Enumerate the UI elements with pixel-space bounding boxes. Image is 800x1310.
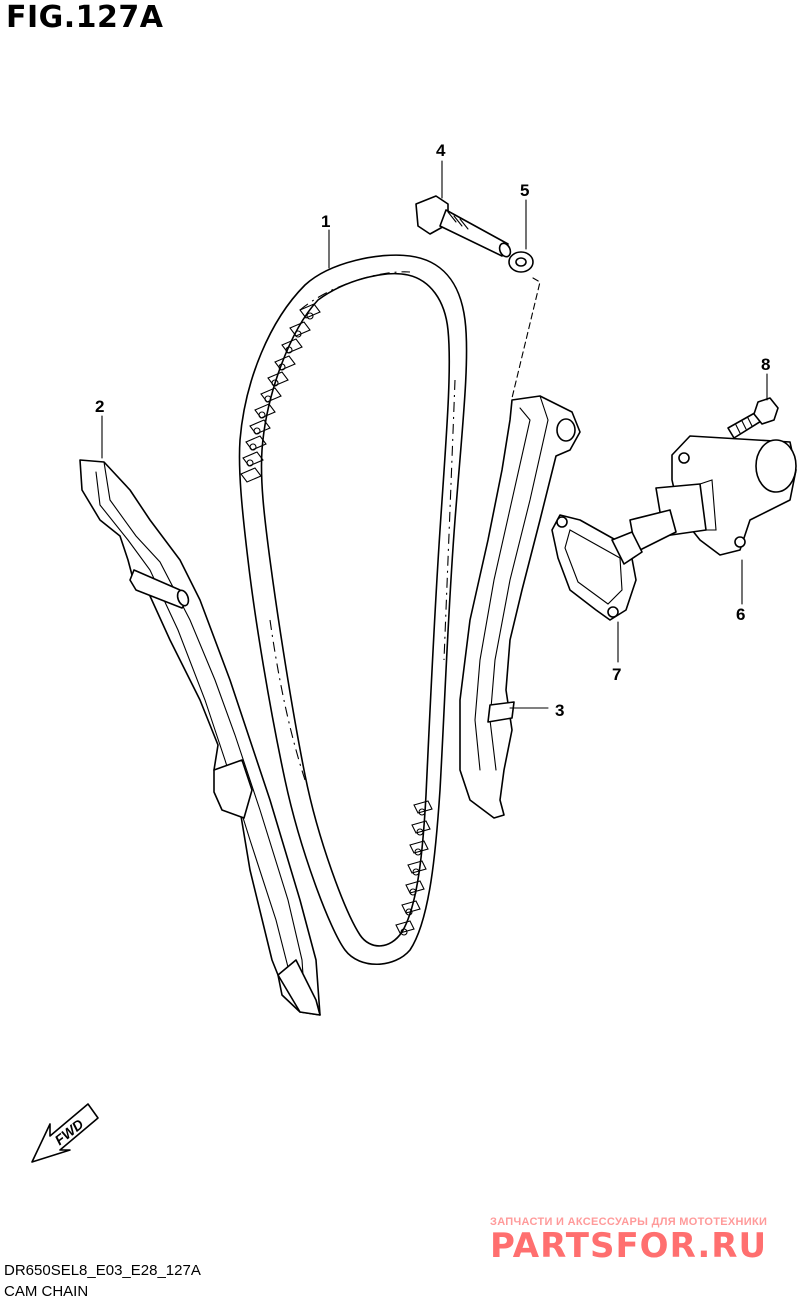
bolt-8 — [727, 397, 779, 439]
callout-5: 5 — [520, 181, 529, 200]
callout-3: 3 — [555, 701, 564, 720]
tensioner-adjuster-6 — [611, 435, 797, 565]
watermark-logo: PARTSFOR.RU — [490, 1226, 768, 1266]
callout-8: 8 — [761, 355, 770, 374]
callout-1: 1 — [321, 212, 330, 231]
leader-lines — [101, 160, 768, 709]
cam-chain — [238, 254, 468, 966]
washer-guide-line — [511, 277, 541, 399]
gasket-7 — [551, 514, 637, 621]
callout-2: 2 — [95, 397, 104, 416]
washer-5 — [508, 251, 534, 273]
watermark-tagline: ЗАПЧАСТИ И АКСЕССУАРЫ ДЛЯ МОТОТЕХНИКИ — [490, 1216, 768, 1228]
callout-4: 4 — [436, 141, 446, 160]
model-code: DR650SEL8_E03_E28_127A — [4, 1262, 201, 1279]
chain-tensioner-guide — [459, 395, 581, 819]
figure-title: FIG.127A — [6, 0, 164, 35]
fwd-arrow-icon: FWD — [31, 1103, 99, 1163]
bolt-4 — [415, 195, 512, 258]
chain-guide-rear — [79, 459, 321, 1016]
diagram-name: CAM CHAIN — [4, 1283, 89, 1300]
callout-6: 6 — [736, 605, 745, 624]
callout-7: 7 — [612, 665, 621, 684]
